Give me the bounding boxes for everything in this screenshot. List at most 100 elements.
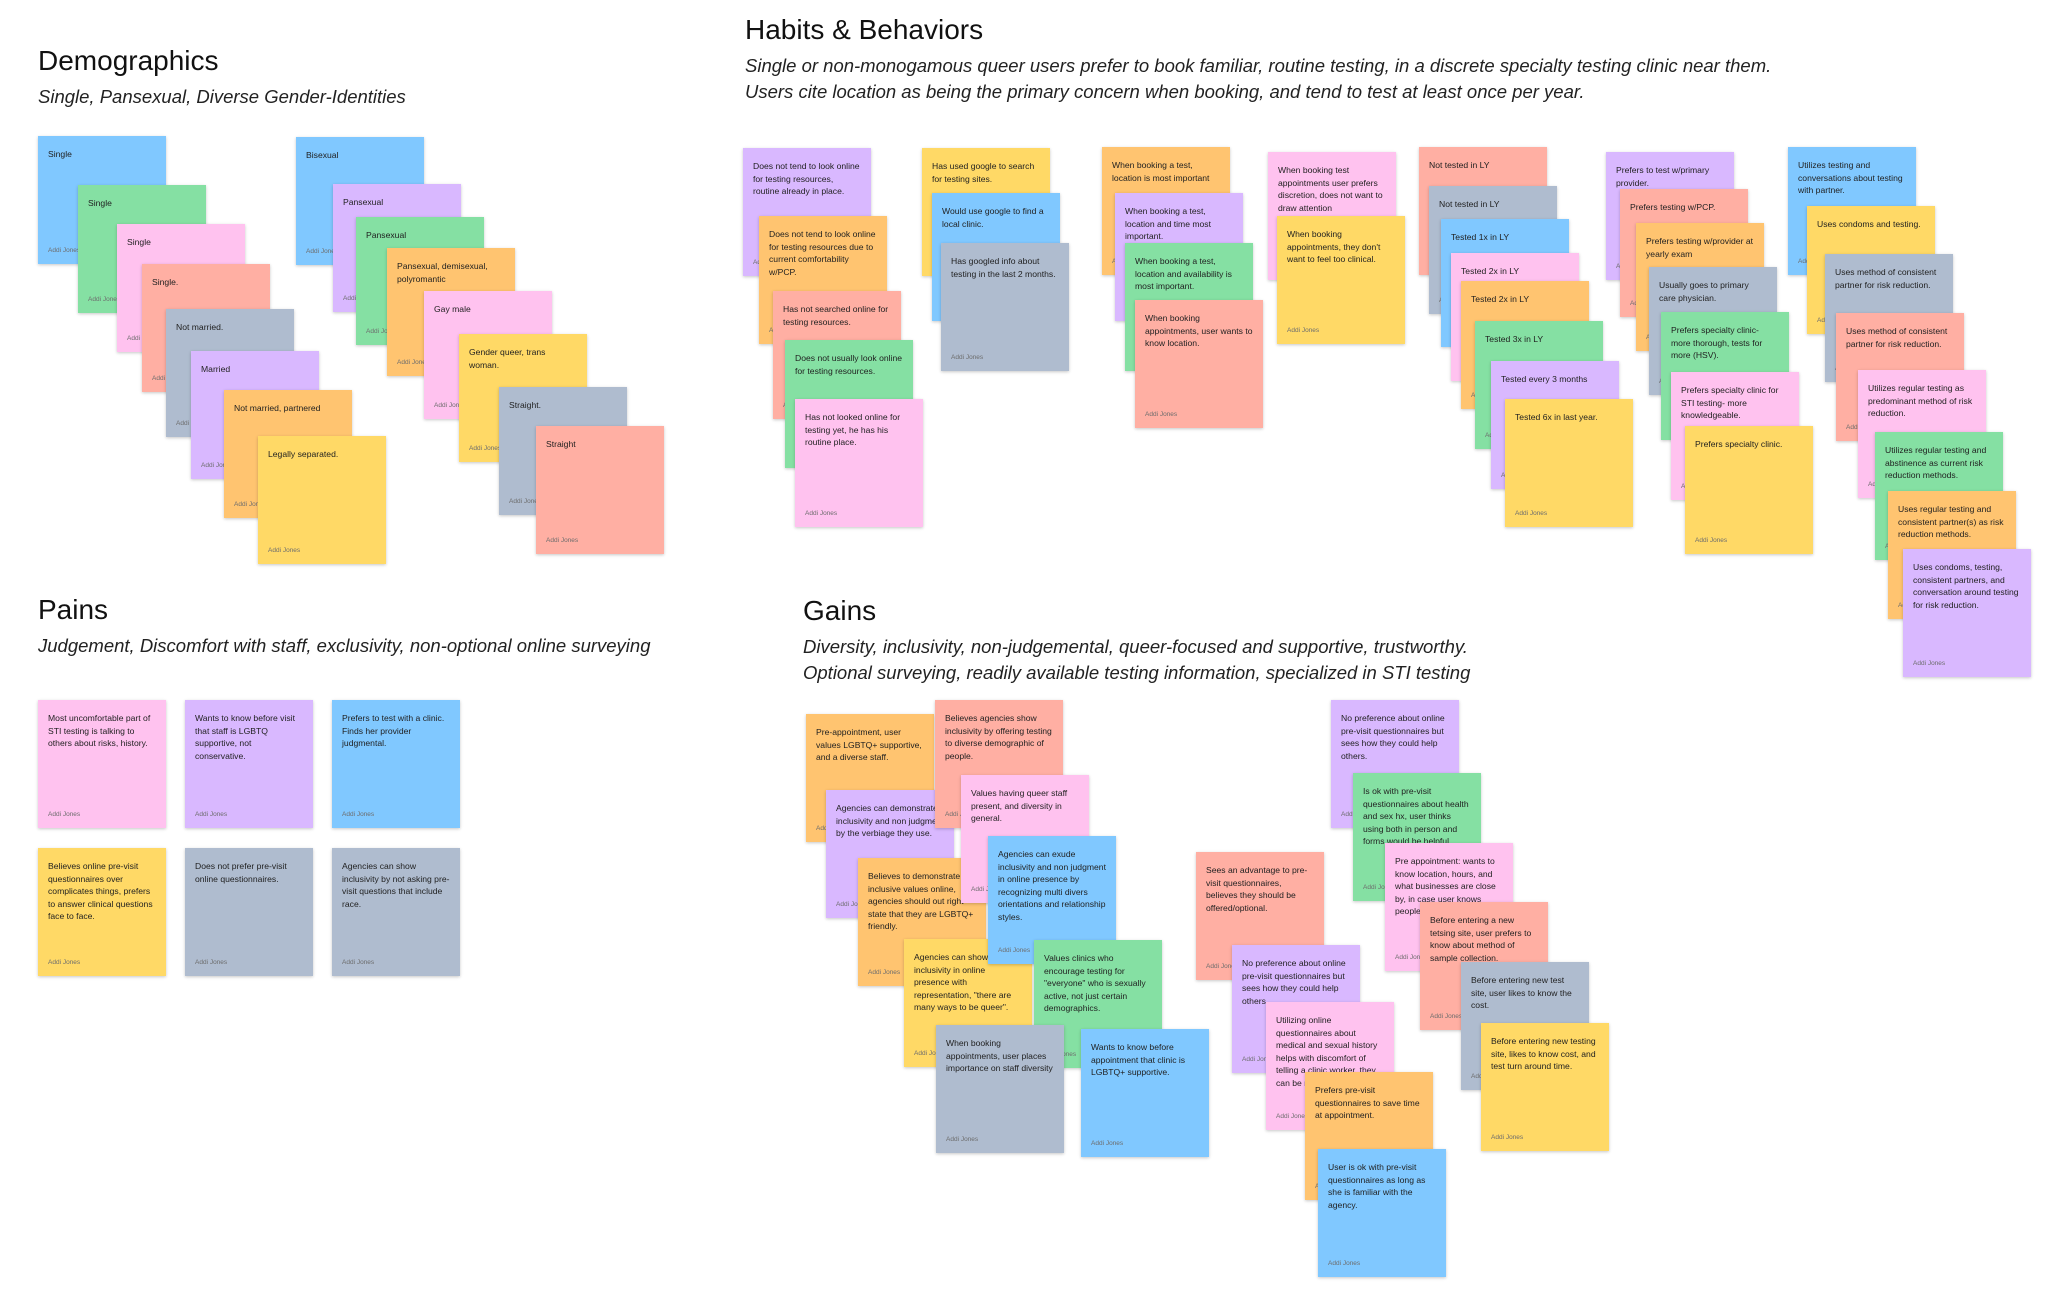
sticky-note-text: Would use google to find a local clinic. xyxy=(942,206,1044,229)
sticky-note-author: Addi Jones xyxy=(342,959,375,966)
sticky-note-author: Addi Jones xyxy=(1363,884,1396,891)
habits-subtitle-line-2: Users cite location as being the primary… xyxy=(745,81,1585,102)
sticky-note-text: Single xyxy=(127,237,151,247)
sticky-note-author: Addi Jones xyxy=(1242,1056,1275,1063)
sticky-note-text: When booking test appointments user pref… xyxy=(1278,165,1383,213)
sticky-note-text: Uses method of consistent partner for ri… xyxy=(1846,326,1948,349)
habits-title: Habits & Behaviors xyxy=(745,14,984,45)
sticky-note-author: Addi Jones xyxy=(509,498,542,505)
pains-sticky-note[interactable]: Does not prefer pre-visit online questio… xyxy=(185,848,313,976)
habits-sticky-note[interactable]: Has googled info about testing in the la… xyxy=(941,243,1069,371)
sticky-note-text: When booking appointments, user places i… xyxy=(946,1038,1053,1074)
sticky-note-text: Gay male xyxy=(434,304,471,314)
habits-subtitle-line-1: Single or non-monogamous queer users pre… xyxy=(745,55,1772,76)
sticky-note-author: Addi Jones xyxy=(88,296,121,303)
sticky-note-author: Addi Jones xyxy=(1491,1134,1524,1141)
gains-sticky-note[interactable]: User is ok with pre-visit questionnaires… xyxy=(1318,1149,1446,1277)
sticky-note-text: No preference about online pre-visit que… xyxy=(1242,958,1346,1006)
sticky-note-text: Believes agencies show inclusivity by of… xyxy=(945,713,1052,761)
sticky-note-text: Utilizes testing and conversations about… xyxy=(1798,160,1903,196)
sticky-note-author: Addi Jones xyxy=(234,501,267,508)
sticky-note-text: Has used google to search for testing si… xyxy=(932,161,1035,184)
sticky-note-author: Addi Jones xyxy=(1287,327,1320,334)
gains-sticky-note[interactable]: When booking appointments, user places i… xyxy=(936,1025,1064,1153)
sticky-note-text: Not married. xyxy=(176,322,224,332)
sticky-note-author: Addi Jones xyxy=(397,359,430,366)
sticky-note-text: Not tested in LY xyxy=(1439,199,1500,209)
sticky-note-author: Addi Jones xyxy=(268,547,301,554)
gains-sticky-note[interactable]: Wants to know before appointment that cl… xyxy=(1081,1029,1209,1157)
sticky-note-text: When booking a test, location and time m… xyxy=(1125,206,1211,242)
sticky-note-author: Addi Jones xyxy=(836,901,869,908)
sticky-note-text: Tested every 3 months xyxy=(1501,374,1588,384)
pains-sticky-note[interactable]: Most uncomfortable part of STI testing i… xyxy=(38,700,166,828)
sticky-note-author: Addi Jones xyxy=(48,959,81,966)
sticky-note-author: Addi Jones xyxy=(195,811,228,818)
demographics-sticky-note[interactable]: Legally separated.Addi Jones xyxy=(258,436,386,564)
sticky-note-text: Tested 1x in LY xyxy=(1451,232,1510,242)
sticky-note-text: Not tested in LY xyxy=(1429,160,1490,170)
sticky-note-text: No preference about online pre-visit que… xyxy=(1341,713,1445,761)
sticky-note-text: Before entering new testing site, likes … xyxy=(1491,1036,1596,1072)
sticky-note-text: Has not searched online for testing reso… xyxy=(783,304,889,327)
sticky-note-author: Addi Jones xyxy=(1913,660,1946,667)
sticky-note-text: Most uncomfortable part of STI testing i… xyxy=(48,713,151,749)
pains-title: Pains xyxy=(38,594,109,625)
sticky-note-text: Prefers specialty clinic- more thorough,… xyxy=(1671,325,1763,361)
sticky-note-text: Single. xyxy=(152,277,179,287)
sticky-note-text: Has not looked online for testing yet, h… xyxy=(805,412,901,448)
demographics-subtitle: Single, Pansexual, Diverse Gender-Identi… xyxy=(38,86,406,107)
pains-subtitle: Judgement, Discomfort with staff, exclus… xyxy=(38,635,651,656)
sticky-note-text: Wants to know before appointment that cl… xyxy=(1091,1042,1186,1078)
sticky-note-text: Gender queer, trans woman. xyxy=(469,347,546,370)
sticky-note-text: Utilizes regular testing and abstinence … xyxy=(1885,445,1987,481)
sticky-note-text: Wants to know before visit that staff is… xyxy=(195,713,295,761)
sticky-note-author: Addi Jones xyxy=(1206,963,1239,970)
sticky-note-text: Tested 2x in LY xyxy=(1471,294,1530,304)
sticky-note-text: Agencies can show inclusivity by not ask… xyxy=(342,861,450,909)
habits-sticky-note[interactable]: When booking appointments, user wants to… xyxy=(1135,300,1263,428)
sticky-note-author: Addi Jones xyxy=(195,959,228,966)
sticky-note-text: Does not tend to look online for testing… xyxy=(769,229,876,277)
sticky-note-author: Addi Jones xyxy=(1430,1013,1463,1020)
sticky-note-text: Values clinics who encourage testing for… xyxy=(1044,953,1146,1014)
sticky-note-text: Pansexual xyxy=(343,197,384,207)
sticky-note-text: Agencies can show inclusivity in online … xyxy=(914,952,1012,1013)
habits-section-header: Habits & Behaviors Single or non-monogam… xyxy=(745,13,1771,105)
sticky-note-author: Addi Jones xyxy=(469,445,502,452)
sticky-note-text: Bisexual xyxy=(306,150,339,160)
sticky-note-text: Tested 6x in last year. xyxy=(1515,412,1598,422)
pains-sticky-note[interactable]: Agencies can show inclusivity by not ask… xyxy=(332,848,460,976)
sticky-note-text: Prefers specialty clinic for STI testing… xyxy=(1681,385,1779,421)
sticky-note-text: Prefers testing w/PCP. xyxy=(1630,202,1716,212)
sticky-note-text: Before entering a new tetsing site, user… xyxy=(1430,915,1532,963)
habits-sticky-note[interactable]: When booking appointments, they don't wa… xyxy=(1277,216,1405,344)
sticky-note-author: Addi Jones xyxy=(342,811,375,818)
sticky-note-text: Not married, partnered xyxy=(234,403,321,413)
sticky-note-author: Addi Jones xyxy=(306,248,339,255)
sticky-note-text: Is ok with pre-visit questionnaires abou… xyxy=(1363,786,1469,847)
sticky-note-text: Prefers to test with a clinic. Finds her… xyxy=(342,713,445,749)
sticky-note-text: Tested 2x in LY xyxy=(1461,266,1520,276)
sticky-note-text: Prefers to test w/primary provider. xyxy=(1616,165,1710,188)
demographics-section-header: Demographics Single, Pansexual, Diverse … xyxy=(38,44,406,110)
sticky-note-author: Addi Jones xyxy=(805,510,838,517)
sticky-note-text: Values having queer staff present, and d… xyxy=(971,788,1068,824)
gains-sticky-note[interactable]: Before entering new testing site, likes … xyxy=(1481,1023,1609,1151)
pains-sticky-note[interactable]: Wants to know before visit that staff is… xyxy=(185,700,313,828)
pains-sticky-note[interactable]: Prefers to test with a clinic. Finds her… xyxy=(332,700,460,828)
habits-sticky-note[interactable]: Tested 6x in last year. Addi Jones xyxy=(1505,399,1633,527)
sticky-note-author: Addi Jones xyxy=(1515,510,1548,517)
pains-sticky-note[interactable]: Believes online pre-visit questionnaires… xyxy=(38,848,166,976)
sticky-note-text: Agencies can exude inclusivity and non j… xyxy=(998,849,1106,922)
habits-sticky-note[interactable]: Prefers specialty clinic.Addi Jones xyxy=(1685,426,1813,554)
sticky-note-text: Straight. xyxy=(509,400,542,410)
sticky-note-text: When booking a test, location is most im… xyxy=(1112,160,1210,183)
habits-sticky-note[interactable]: Has not looked online for testing yet, h… xyxy=(795,399,923,527)
habits-sticky-note[interactable]: Uses condoms, testing, consistent partne… xyxy=(1903,549,2031,677)
sticky-note-text: When booking appointments, user wants to… xyxy=(1145,313,1253,349)
sticky-note-author: Addi Jones xyxy=(951,354,984,361)
sticky-note-author: Addi Jones xyxy=(946,1136,979,1143)
sticky-note-author: Addi Jones xyxy=(971,886,1003,893)
